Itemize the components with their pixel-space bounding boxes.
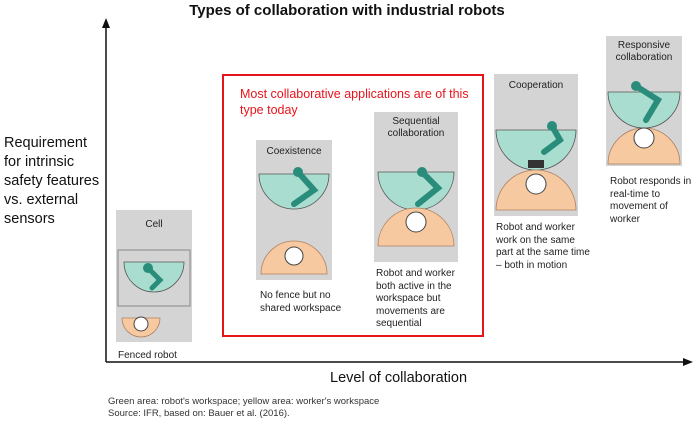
- stage-cell-description: Fenced robot: [118, 350, 177, 361]
- stage-coexistence-description: No fence but no shared workspace: [260, 290, 342, 314]
- stage-cell-illustration: [117, 249, 191, 338]
- x-axis-label: Level of collaboration: [330, 370, 468, 386]
- highlight-text: Most collaborative applications are of t…: [240, 87, 469, 117]
- stage-responsive-description: Robot responds in real-time to movement …: [610, 176, 692, 225]
- highlight-box: [222, 74, 484, 337]
- stage-sequential-illustration: [377, 167, 455, 247]
- stage-sequential-description: Robot and worker both active in the work…: [376, 268, 455, 329]
- footnote-areas: Green area: robot's workspace; yellow ar…: [108, 396, 380, 407]
- stage-cooperation-illustration: [495, 121, 577, 211]
- diagram-title: Types of collaboration with industrial r…: [189, 2, 505, 19]
- stage-sequential-title: Sequential collaboration: [387, 116, 445, 139]
- stage-coexistence-illustration: [258, 167, 330, 275]
- stage-responsive-title: Responsive collaboration: [615, 40, 673, 63]
- stage-cooperation-title: Cooperation: [508, 80, 564, 91]
- stage-coexistence-title: Coexistence: [266, 146, 322, 157]
- y-axis-label: Requirement for intrinsic safety feature…: [4, 135, 100, 227]
- stage-responsive-illustration: [607, 81, 681, 165]
- footnote-source: Source: IFR, based on: Bauer et al. (201…: [108, 408, 290, 419]
- stage-cooperation-description: Robot and worker work on the same part a…: [496, 222, 590, 271]
- stage-cell-title: Cell: [145, 219, 163, 230]
